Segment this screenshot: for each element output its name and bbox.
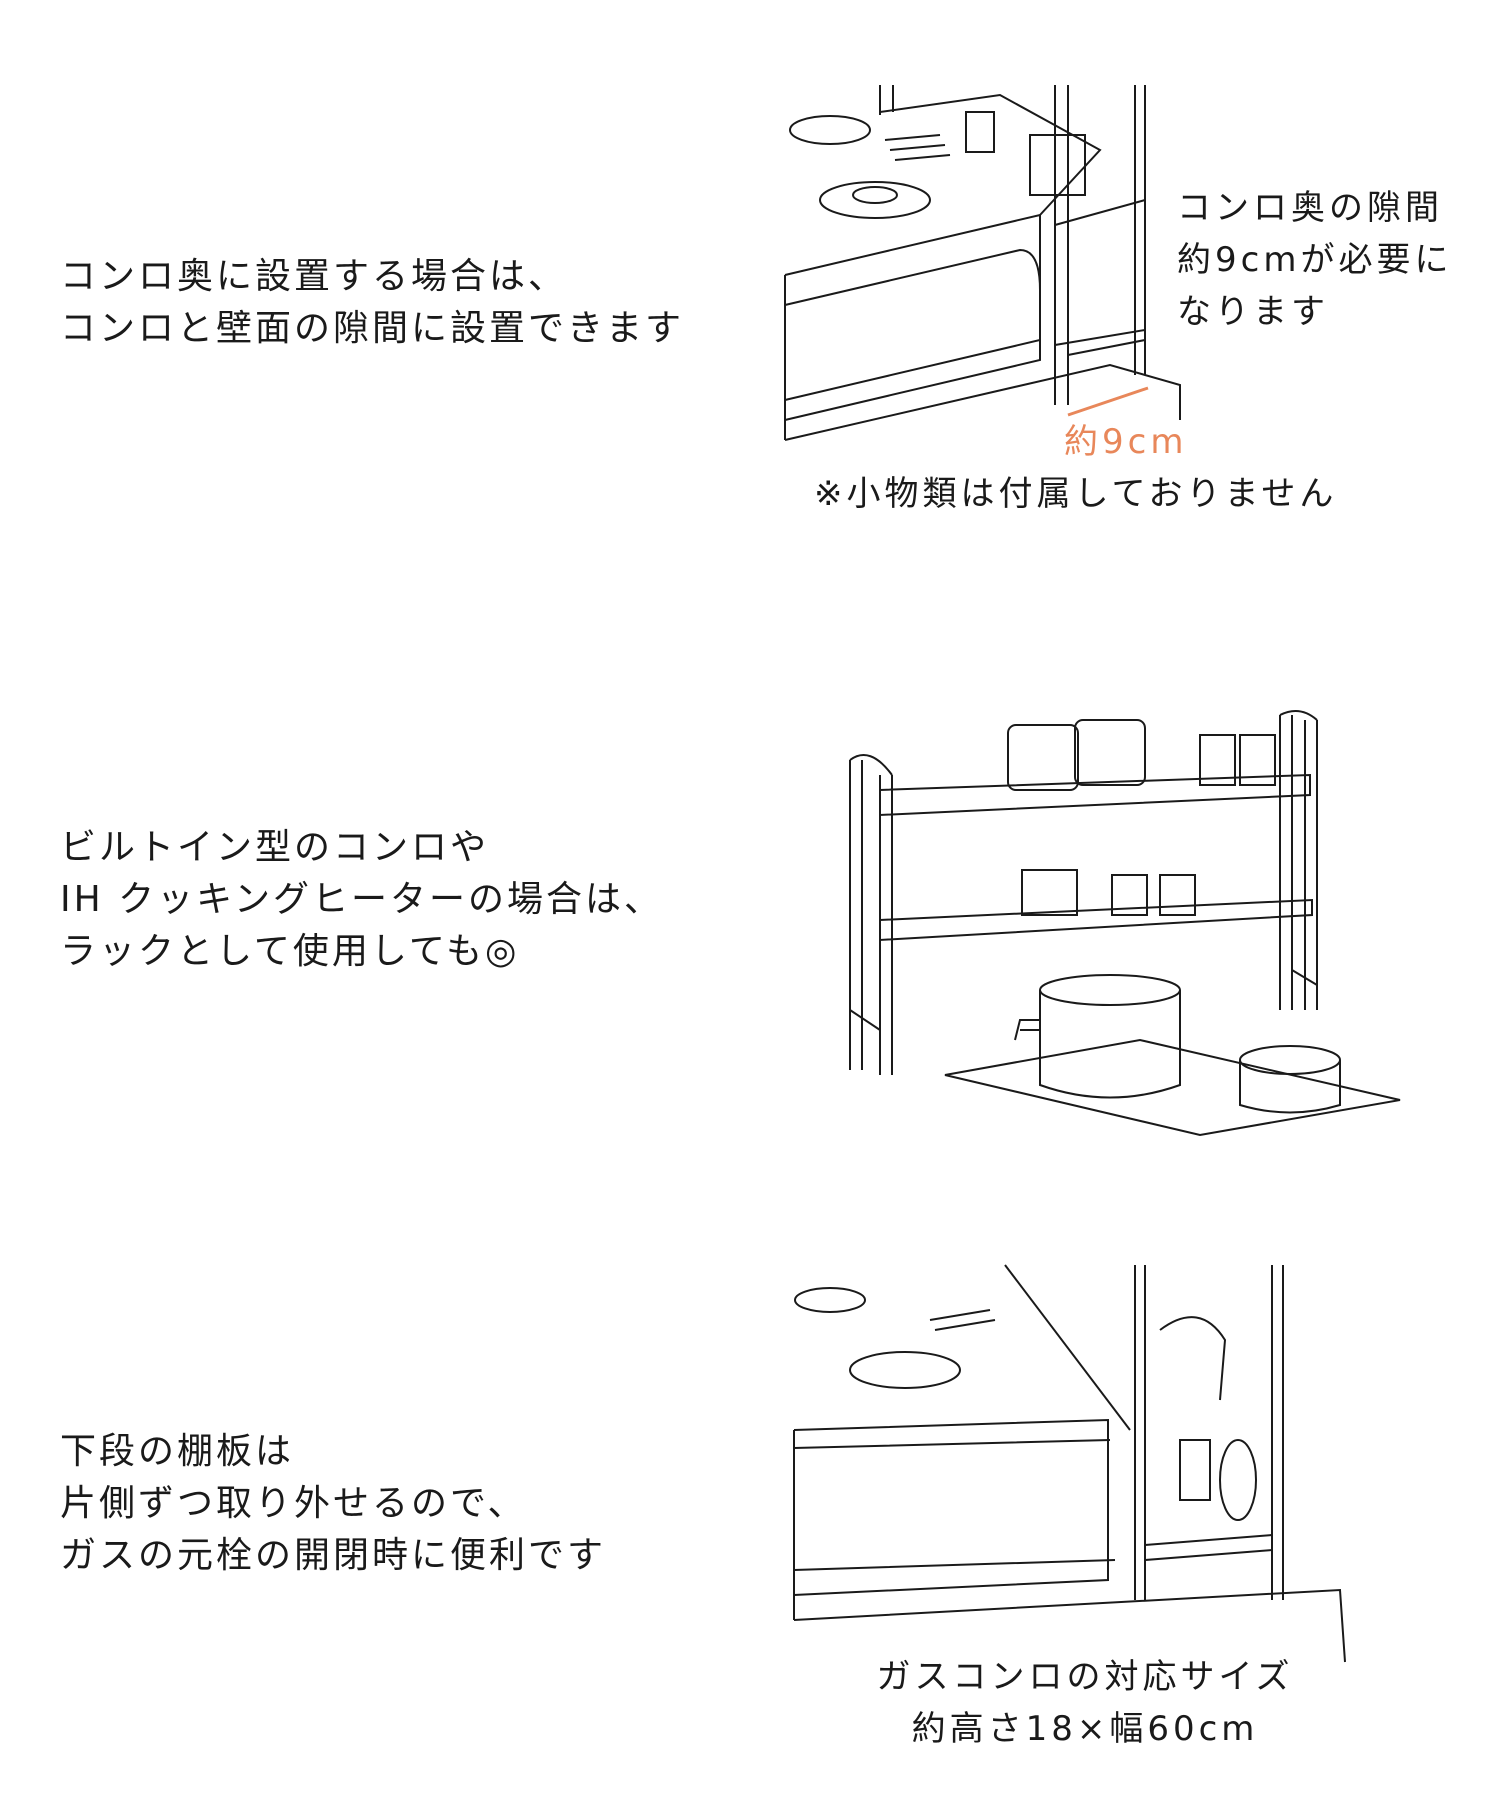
section2-line: ラックとして使用しても◎ [60,931,520,972]
section3-line: ガスの元栓の開閉時に便利です [60,1535,607,1576]
section3-line: 下段の棚板は [60,1431,295,1472]
footnote: ※小物類は付属しておりません [814,474,1338,514]
gap-callout-line: なります [1177,292,1329,332]
gas-valve-illustration [793,1264,1346,1663]
section1-line: コンロと壁面の隙間に設置できます [60,308,685,349]
gap-callout-line: 約9cmが必要に [1177,240,1453,280]
size-caption: ガスコンロの対応サイズ 約高さ18×幅60cm [870,1651,1300,1755]
ih-rack-illustration [849,710,1401,1137]
section2-line: IH クッキングヒーターの場合は、 [60,879,664,920]
section3-line: 片側ずつ取り外せるので、 [60,1483,527,1524]
size-caption-line: 約高さ18×幅60cm [911,1709,1259,1749]
section2-description: ビルトイン型のコンロや IH クッキングヒーターの場合は、 ラックとして使用して… [60,822,663,978]
section1-line: コンロ奥に設置する場合は、 [60,256,568,297]
gap-callout-line: コンロ奥の隙間 [1177,188,1443,228]
gap-callout: コンロ奥の隙間 約9cmが必要に なります [1177,182,1452,338]
stove-back-illustration [784,85,1181,441]
section3-description: 下段の棚板は 片側ずつ取り外せるので、 ガスの元栓の開閉時に便利です [60,1426,606,1582]
section1-description: コンロ奥に設置する場合は、 コンロと壁面の隙間に設置できます [60,251,684,355]
size-caption-line: ガスコンロの対応サイズ [876,1657,1294,1697]
section2-line: ビルトイン型のコンロや [60,827,490,868]
dimension-label: 約9cm [1064,422,1188,462]
